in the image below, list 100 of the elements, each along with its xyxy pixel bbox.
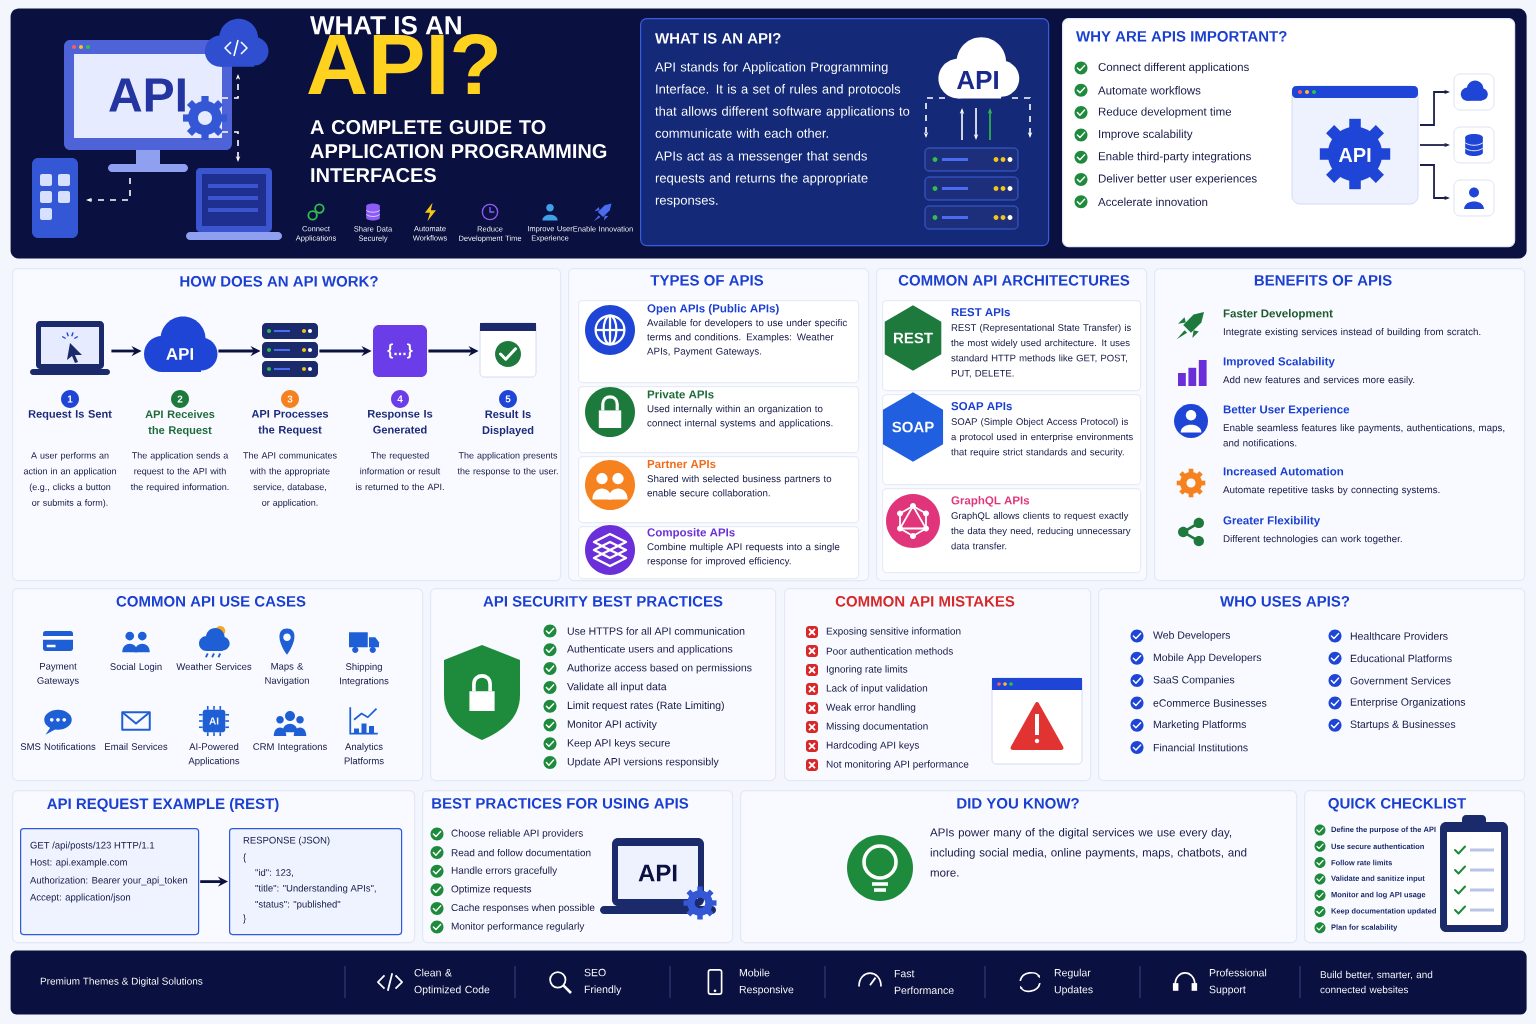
section-heading: COMMON API USE CASES	[116, 596, 306, 607]
step-number: 2	[171, 390, 189, 408]
step-description: The application presents the response to the user.	[457, 452, 558, 477]
use-case-label: Payment Gateways	[37, 663, 79, 686]
benefit-description: Automate repetitive tasks by connecting systems.	[1223, 486, 1440, 496]
paragraph: APIs power many of the digital services we use every day, including social media, online payments, maps, chatbots, and more.	[930, 828, 1247, 877]
section-heading: COMMON API MISTAKES	[835, 596, 1015, 607]
step-number: 5	[499, 390, 517, 408]
section-heading: API REQUEST EXAMPLE (REST)	[47, 798, 279, 812]
hexagon-badge: SOAP	[882, 392, 944, 462]
list-item: Authorize access based on permissions	[567, 663, 752, 674]
cloud-text: API	[957, 71, 998, 89]
section-heading: API SECURITY BEST PRACTICES	[483, 596, 723, 607]
list-item: Reduce development time	[1098, 107, 1232, 118]
step-title: Result Is Displayed	[482, 410, 534, 437]
benefit-description: Add new features and services more easily.	[1223, 376, 1415, 386]
use-case-label: Shipping Integrations	[340, 663, 389, 687]
code-line: Accept: application/json	[30, 893, 131, 903]
step-number: 4	[391, 390, 409, 408]
list-item: Validate all input data	[567, 682, 667, 693]
code-line: "id": 123,	[255, 868, 293, 878]
feature-label: SEO Friendly	[584, 968, 622, 996]
section-heading: COMMON API ARCHITECTURES	[898, 275, 1130, 286]
benefit-title: Increased Automation	[1223, 467, 1344, 476]
card-description: Combine multiple API requests into a single response for improved efficiency.	[647, 543, 840, 567]
code-line: "status": "published"	[255, 900, 341, 910]
use-case-label: Maps & Navigation	[265, 663, 309, 686]
list-item: Cache responses when possible	[451, 903, 595, 914]
benefit-description: Integrate existing services instead of building from scratch.	[1223, 328, 1481, 338]
step-description: The application sends a request to the API with the required information.	[130, 452, 229, 492]
use-case-label: Social Login	[110, 663, 162, 672]
feature-label: Clean & Optimized Code	[414, 968, 490, 996]
list-item: Accelerate innovation	[1098, 197, 1208, 207]
step-title: Request Is Sent	[28, 410, 112, 420]
step-title: API Processes the Request	[251, 410, 329, 436]
code-line: RESPONSE (JSON)	[243, 836, 330, 846]
paragraph: APIs act as a messenger that sends requests and returns the appropriate responses.	[655, 151, 868, 208]
list-item: Read and follow documentation	[451, 848, 591, 857]
list-item: Monitor performance regularly	[451, 922, 585, 932]
tagline: Premium Themes & Digital Solutions	[40, 977, 203, 987]
section-heading: TYPES OF APIS	[650, 275, 764, 286]
list-item: Mobile App Developers	[1153, 653, 1262, 664]
section-heading: WHAT IS AN API?	[655, 33, 781, 44]
card-title: Private APIs	[647, 390, 714, 399]
feature-label: Fast Performance	[894, 969, 954, 995]
list-item: Missing documentation	[826, 722, 928, 732]
list-item: Lack of input validation	[826, 684, 928, 694]
list-item: Monitor API activity	[567, 720, 657, 730]
list-item: Authenticate users and applications	[567, 644, 733, 655]
list-item: Update API versions responsibly	[567, 757, 719, 768]
card-title: Partner APIs	[647, 460, 716, 469]
list-item: Web Developers	[1153, 631, 1231, 641]
feature-label: Professional Support	[1209, 968, 1267, 996]
gear-text: API	[1338, 148, 1371, 162]
card-description: SOAP (Simple Object Access Protocol) is a protocol used in enterprise environments that require strict standards and security.	[951, 418, 1133, 458]
list-item: Optimize requests	[451, 885, 532, 895]
server-icon	[262, 323, 318, 377]
use-case-label: Weather Services	[176, 663, 252, 670]
step-description: A user performs an action in an application (e.g., clicks a button or submits a form).	[23, 452, 116, 508]
step-description: The API communicates with the appropriate service, database, or application.	[243, 452, 337, 508]
list-item: Keep API keys secure	[567, 738, 670, 749]
cloud-text: API	[166, 348, 194, 360]
section-heading: BENEFITS OF APIS	[1254, 275, 1392, 286]
list-item: Limit request rates (Rate Limiting)	[567, 701, 724, 712]
list-item: Hardcoding API keys	[826, 741, 919, 751]
section-heading: BEST PRACTICES FOR USING APIS	[432, 798, 689, 809]
list-item: Handle errors gracefully	[451, 866, 558, 876]
benefit-title: Improved Scalability	[1223, 357, 1335, 368]
subtitle: A COMPLETE GUIDE TO APPLICATION PROGRAMMING INTERFACES	[310, 120, 607, 183]
list-item: Poor authentication methods	[826, 647, 953, 655]
card-description: Shared with selected business partners to enable secure collaboration.	[647, 475, 832, 497]
use-case-label: CRM Integrations	[253, 743, 327, 752]
list-item: Enterprise Organizations	[1350, 698, 1466, 708]
benefit-title: Greater Flexibility	[1223, 516, 1321, 527]
code-line: }	[243, 914, 246, 924]
title: API?	[308, 34, 497, 95]
section-heading: HOW DOES AN API WORK?	[180, 276, 378, 287]
use-case-label: Email Services	[105, 743, 168, 750]
card-title: REST APIs	[951, 308, 1010, 317]
benefit-description: Different technologies can work together.	[1223, 535, 1402, 545]
use-case-label: SMS Notifications	[20, 743, 96, 750]
code-line: "title": "Understanding APIs",	[255, 884, 376, 894]
list-item: Weak error handling	[826, 703, 916, 713]
card-description: Used internally within an organization to connect internal systems and applications.	[647, 405, 833, 429]
list-item: Not monitoring API performance	[826, 760, 969, 770]
benefit-title: Faster Development	[1223, 309, 1333, 320]
list-item: Startups & Businesses	[1350, 720, 1456, 731]
list-item: Improve scalability	[1099, 129, 1193, 141]
step-title: Response Is Generated	[368, 410, 433, 434]
step-number: 1	[61, 390, 79, 408]
benefit-title: Better User Experience	[1223, 405, 1350, 416]
list-item: Marketing Platforms	[1153, 720, 1246, 731]
list-item: Deliver better user experiences	[1098, 174, 1257, 185]
chip-text: AI	[209, 717, 219, 725]
step-number: 3	[281, 390, 299, 408]
code-line: {	[243, 853, 246, 863]
paragraph: API stands for Application Programming Interface. It is a set of rules and protocols that allows different software applications to communicate with each other.	[655, 62, 910, 138]
use-case-label: AI-Powered Applications	[188, 743, 240, 767]
section-heading: QUICK CHECKLIST	[1328, 798, 1466, 812]
card-title: Composite APIs	[647, 528, 735, 539]
